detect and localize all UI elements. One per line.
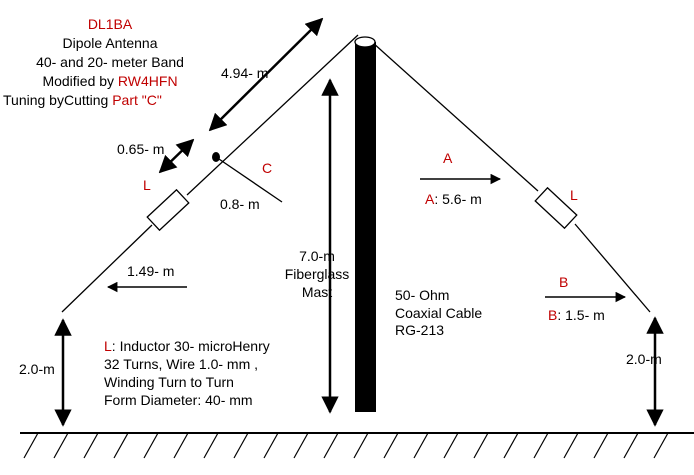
right-antenna-wire bbox=[371, 41, 651, 313]
mast-word-label: Mast bbox=[301, 284, 333, 300]
a-value-label: A: 5.6- m bbox=[425, 191, 482, 207]
gap-length-label: 0.65- m bbox=[117, 141, 165, 157]
fiberglass-mast bbox=[355, 42, 376, 412]
mast-material-label: Fiberglass bbox=[284, 266, 350, 282]
inductor-note-prefix: L bbox=[104, 338, 112, 354]
header-bands: 40- and 20- meter Band bbox=[36, 54, 184, 70]
b-value-prefix: B bbox=[548, 307, 558, 323]
right-inductor bbox=[534, 186, 578, 230]
a-value-prefix: A bbox=[425, 191, 435, 207]
left-inductor-label: L bbox=[143, 177, 151, 193]
inductor-note-line2: 32 Turns, Wire 1.0- mm , bbox=[104, 356, 259, 372]
mast-height-label: 7.0-m bbox=[299, 248, 335, 264]
inductor-note-text: : Inductor 30- microHenry bbox=[111, 338, 270, 354]
ground-hatching bbox=[23, 432, 669, 459]
modified-by-prefix: Modified by bbox=[42, 73, 118, 89]
part-c-length-label: 0.8- m bbox=[220, 196, 260, 212]
modified-by-callsign: RW4HFN bbox=[117, 73, 178, 89]
inductor-note-line3: Winding Turn to Turn bbox=[104, 374, 234, 390]
header-callsign: DL1BA bbox=[87, 16, 133, 32]
b-label: B bbox=[559, 274, 569, 290]
a-value-text: : 5.6- m bbox=[434, 191, 482, 207]
cable-type-label: Coaxial Cable bbox=[395, 305, 483, 321]
header-tuning: Tuning byCutting Part "C" bbox=[3, 92, 162, 108]
header-modified-by: Modified by RW4HFN bbox=[20, 73, 200, 89]
cable-model-label: RG-213 bbox=[395, 322, 445, 338]
left-inductor bbox=[146, 188, 190, 232]
lower-segment-length-label: 1.49- m bbox=[127, 263, 175, 279]
upper-left-dimension-arrow bbox=[208, 17, 324, 132]
right-inductor-label: L bbox=[570, 187, 578, 203]
tuning-part: Part "C" bbox=[112, 92, 162, 108]
junction-dot bbox=[212, 152, 220, 162]
part-c-stub bbox=[215, 156, 283, 203]
b-value-label: B: 1.5- m bbox=[548, 307, 605, 323]
inductor-note-line1: L: Inductor 30- microHenry bbox=[104, 338, 270, 354]
cable-impedance-label: 50- Ohm bbox=[395, 287, 450, 303]
tuning-prefix: Tuning byCutting bbox=[3, 92, 113, 108]
gap-dimension-arrow bbox=[158, 138, 195, 174]
part-c-label: C bbox=[262, 160, 273, 176]
inductor-note-line4: Form Diameter: 40- mm bbox=[104, 392, 253, 408]
right-height-label: 2.0-m bbox=[626, 351, 662, 367]
b-value-text: : 1.5- m bbox=[557, 307, 605, 323]
header-antenna-type: Dipole Antenna bbox=[62, 35, 158, 51]
mast-top bbox=[354, 36, 376, 48]
upper-segment-length-label: 4.94- m bbox=[221, 65, 269, 81]
left-height-label: 2.0-m bbox=[19, 361, 55, 377]
a-label: A bbox=[443, 150, 453, 166]
